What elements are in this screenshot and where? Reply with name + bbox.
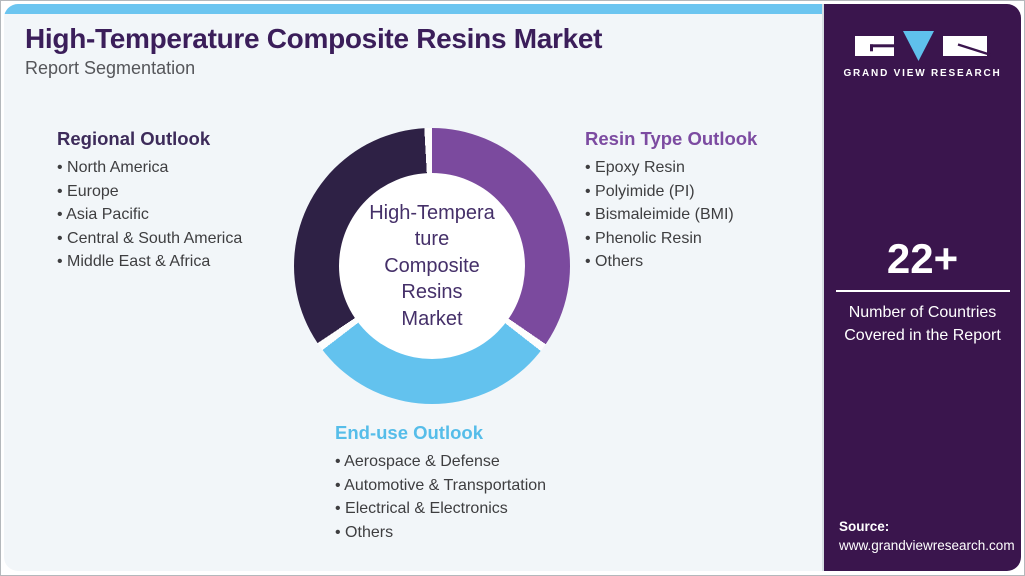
outlook-item: Central & South America [57,227,242,251]
outlook-item: Phenolic Resin [585,227,757,251]
header: High-Temperature Composite Resins Market… [25,23,602,79]
outlook-item: Others [335,521,546,545]
top-accent-bar [4,4,822,14]
end-use-outlook-list: Aerospace & DefenseAutomotive & Transpor… [335,450,546,544]
source: Source: www.grandviewresearch.com [839,517,1015,555]
donut-center-line: Composite [384,254,480,277]
logo-g-icon [854,36,894,56]
logo-wordmark: GRAND VIEW RESEARCH [843,68,1002,79]
gvr-logo-glyphs [824,31,1021,61]
regional-outlook-list: North AmericaEuropeAsia PacificCentral &… [57,156,242,274]
source-url: www.grandviewresearch.com [839,538,1015,553]
resin-type-outlook-heading: Resin Type Outlook [585,128,758,149]
outlook-item: Europe [57,180,242,204]
end-use-outlook-section: End-use Outlook Aerospace & DefenseAutom… [335,422,546,544]
outlook-item: Epoxy Resin [585,156,757,180]
gvr-logo: GRAND VIEW RESEARCH [824,4,1021,79]
infographic-card: High-Temperature Composite Resins Market… [4,4,1021,571]
donut-center-line: High-Tempera [369,201,495,224]
countries-stat: 22+ Number of Countries Covered in the R… [824,236,1021,347]
donut-center-line: Market [401,307,463,330]
regional-outlook-section: Regional Outlook North AmericaEuropeAsia… [57,128,242,274]
outlook-item: Others [585,250,757,274]
outlook-item: Polyimide (PI) [585,180,757,204]
sidebar: GRAND VIEW RESEARCH 22+ Number of Countr… [822,4,1021,571]
outlook-item: Automotive & Transportation [335,474,546,498]
outlook-item: Asia Pacific [57,203,242,227]
main-content: High-Temperature Composite Resins Market… [4,4,822,571]
stat-value: 22+ [886,235,959,282]
outlook-item: Middle East & Africa [57,250,242,274]
outlook-item: Bismaleimide (BMI) [585,203,757,227]
resin-type-outlook-section: Resin Type Outlook Epoxy ResinPolyimide … [585,128,757,274]
logo-v-icon [902,31,934,61]
source-label: Source: [839,519,890,534]
resin-type-outlook-list: Epoxy ResinPolyimide (PI)Bismaleimide (B… [585,156,757,274]
outlook-item: Electrical & Electronics [335,497,546,521]
page-subtitle: Report Segmentation [25,58,196,79]
logo-r-icon [942,36,991,57]
stat-divider [835,290,1010,292]
outlook-item: North America [57,156,242,180]
page-title: High-Temperature Composite Resins Market [25,23,603,54]
regional-outlook-heading: Regional Outlook [57,128,211,149]
outlook-item: Aerospace & Defense [335,450,546,474]
end-use-outlook-heading: End-use Outlook [335,422,483,443]
donut-center-line: ture [414,228,450,251]
stat-label: Number of Countries Covered in the Repor… [844,304,1001,344]
donut-center-line: Resins [401,281,463,304]
